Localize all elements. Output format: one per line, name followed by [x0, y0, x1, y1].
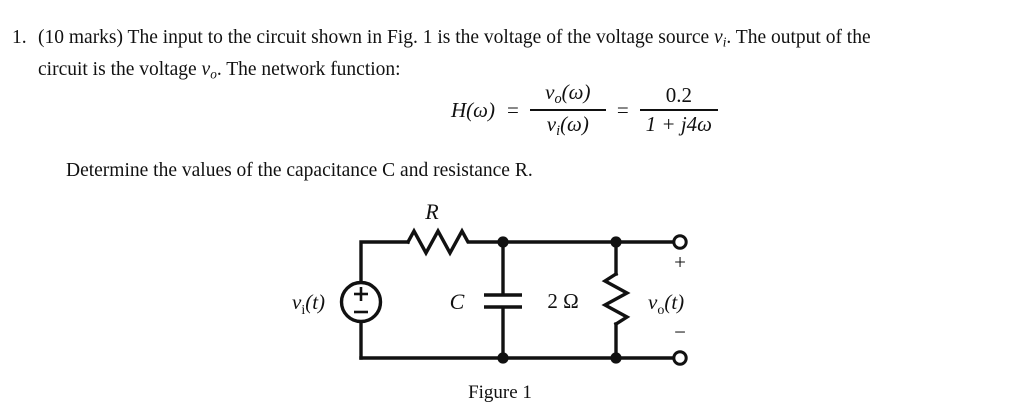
- label-terminal-minus: −: [674, 320, 686, 344]
- equation-fraction-1: vo(ω) vi(ω): [528, 79, 608, 141]
- label-terminal-plus: +: [674, 250, 686, 274]
- label-output-voltage-sub: o: [657, 303, 664, 318]
- resistor-r-symbol: [405, 227, 505, 257]
- variable-vo-subscript: o: [210, 66, 217, 82]
- fraction-2-denominator: 1 + j4ω: [645, 112, 713, 136]
- fraction-2-numerator: 0.2: [665, 83, 692, 108]
- source-polarity-marks: [354, 287, 368, 314]
- label-capacitor-c: C: [450, 289, 465, 314]
- fraction-1-denominator-arg: (ω): [560, 112, 589, 136]
- label-source-voltage: vi(t): [292, 290, 325, 318]
- fraction-1-bar: [529, 109, 606, 111]
- label-load-resistor: 2 Ω: [547, 289, 578, 313]
- determine-instruction: Determine the values of the capacitance …: [66, 160, 533, 181]
- fraction-1-numerator: vo(ω): [539, 79, 596, 109]
- equation-equals-2: =: [616, 97, 629, 122]
- question-line1-part2: . The output of the: [726, 27, 871, 48]
- label-resistor-r: R: [424, 199, 439, 224]
- question-line2-part2: . The network function:: [216, 58, 401, 80]
- terminal-negative: [672, 350, 688, 366]
- fraction-1-numerator-sub: o: [554, 90, 562, 107]
- fraction-1-numerator-arg: (ω): [561, 80, 591, 104]
- label-output-voltage: vo(t): [648, 290, 684, 318]
- question-block: 1. (10 marks) The input to the circuit s…: [12, 24, 1012, 87]
- question-row: 1. (10 marks) The input to the circuit s…: [12, 24, 1012, 87]
- capacitor-plates: [484, 293, 522, 309]
- terminal-positive: [672, 234, 688, 250]
- equation-fraction-2: 0.2 1 + j4ω: [638, 82, 720, 138]
- circuit-figure: R vi(t) C 2 Ω vo(t) + − Figure 1: [280, 196, 720, 416]
- junction-nodes: [497, 236, 622, 364]
- question-line1-part1: (10 marks) The input to the circuit show…: [38, 27, 715, 48]
- equation-equals-1: =: [506, 97, 519, 122]
- fraction-1-numerator-var: v: [545, 80, 555, 104]
- label-source-voltage-var: v: [292, 290, 302, 314]
- variable-vi: v: [714, 27, 723, 48]
- question-text: (10 marks) The input to the circuit show…: [38, 24, 1012, 87]
- question-number: 1.: [12, 27, 27, 48]
- fraction-1-denominator-sub: i: [556, 122, 561, 139]
- node-bottom-capacitor: [497, 352, 509, 364]
- fraction-1-denominator-var: v: [546, 112, 557, 136]
- label-output-voltage-var: v: [648, 290, 658, 314]
- fraction-1-denominator: vi(ω): [541, 111, 595, 141]
- variable-vi-subscript: i: [722, 34, 727, 50]
- voltage-source-symbol: [339, 280, 383, 324]
- output-terminals: [672, 234, 688, 366]
- label-output-voltage-arg: (t): [664, 290, 684, 314]
- equation-lhs: H(ω): [451, 97, 495, 122]
- node-top-capacitor: [497, 236, 509, 248]
- label-source-voltage-sub: i: [301, 303, 305, 318]
- node-top-load: [610, 236, 622, 248]
- node-bottom-load: [610, 352, 622, 364]
- figure-caption: Figure 1: [468, 382, 532, 403]
- label-source-voltage-arg: (t): [305, 290, 325, 314]
- question-line2-part1: circuit is the voltage: [38, 58, 202, 80]
- variable-vo: v: [201, 58, 211, 80]
- network-function-equation: H(ω) = vo(ω) vi(ω) = 0.2 1 + j4ω: [448, 79, 720, 141]
- fraction-2-bar: [639, 109, 719, 111]
- question-line2: circuit is the voltage vo. The network f…: [38, 56, 1012, 88]
- resistor-2ohm-symbol: [601, 271, 631, 327]
- circuit-diagram-svg: R vi(t) C 2 Ω vo(t) + −: [292, 199, 688, 366]
